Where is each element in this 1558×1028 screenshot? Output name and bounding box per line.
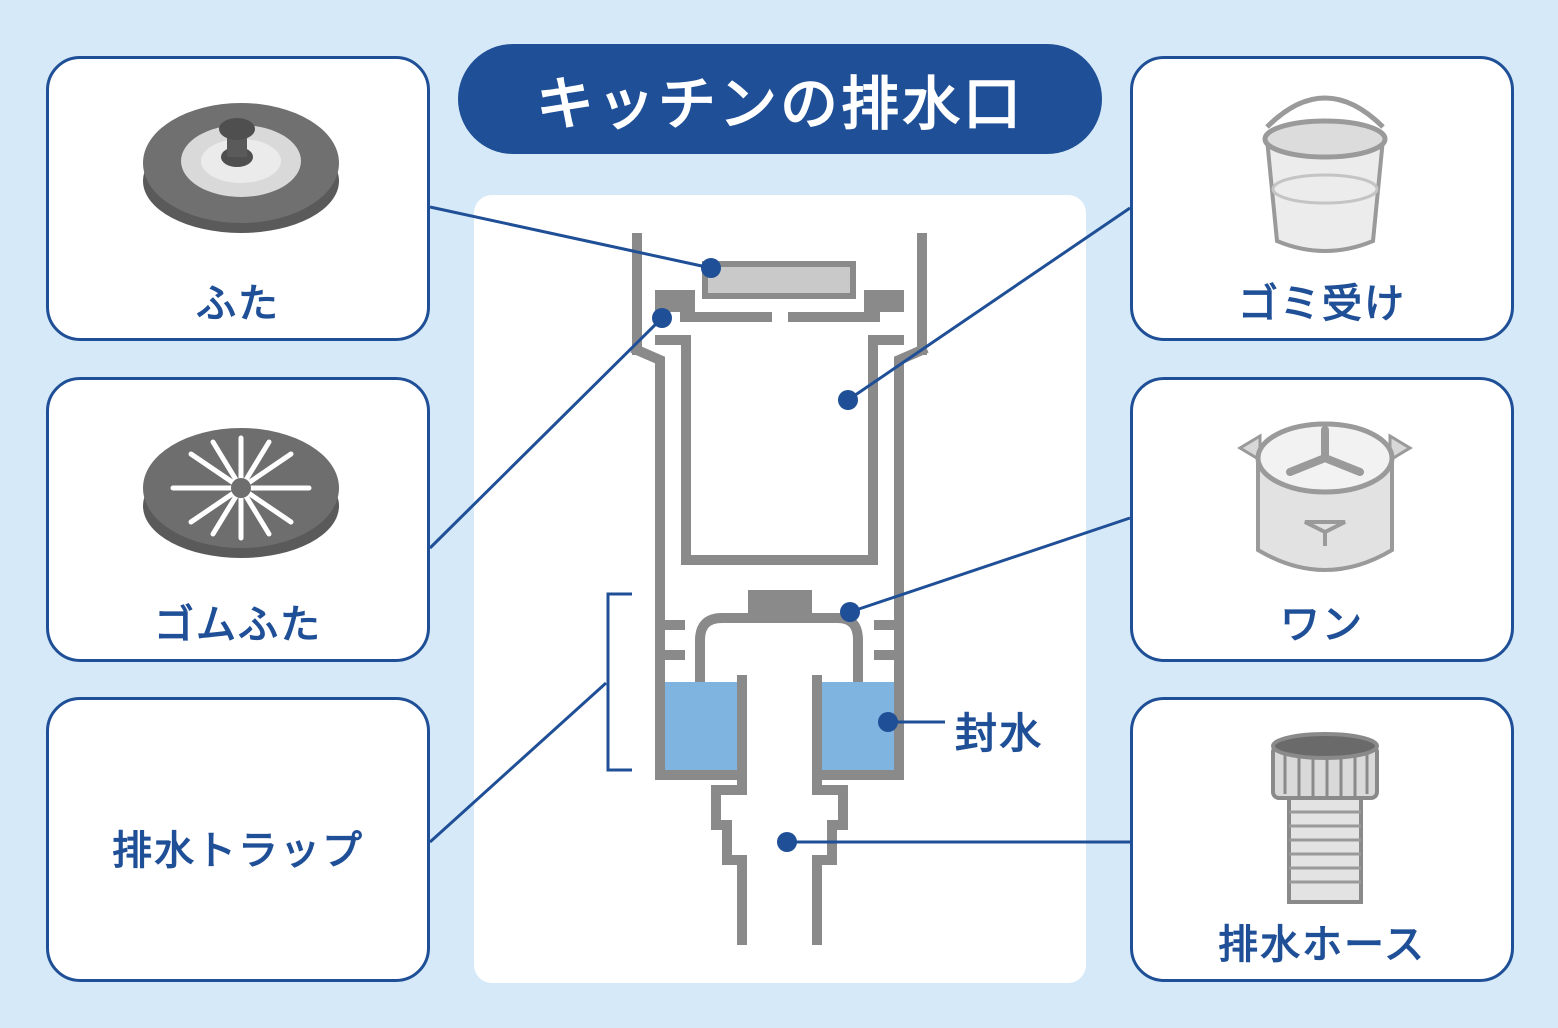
dot-lid — [701, 258, 721, 278]
drain-hose-icon — [1271, 732, 1379, 904]
card-drain-trap: 排水トラップ — [46, 697, 430, 982]
lid-icon — [143, 103, 339, 233]
card-trash-basket: ゴミ受け — [1130, 56, 1514, 341]
dot-bowl — [840, 602, 860, 622]
leader-line-lid — [429, 205, 712, 270]
leader-line-rubber-lid — [428, 316, 664, 550]
rubber-lid-label: ゴムふた — [154, 602, 322, 648]
seal-water-label: 封水 — [955, 709, 1044, 758]
dot-seal-water — [878, 712, 898, 732]
card-lid: ふた — [46, 56, 430, 341]
rubber-lid-icon — [143, 428, 339, 558]
dot-drain-hose — [777, 832, 797, 852]
center-panel — [474, 195, 1086, 983]
bowl-label: ワン — [1280, 602, 1364, 648]
trap-bracket — [606, 592, 632, 772]
drain-cross-section — [630, 233, 929, 945]
leader-line-drain-trap — [428, 681, 608, 844]
trash-basket-icon — [1262, 95, 1388, 253]
card-drain-hose: 排水ホース — [1130, 697, 1514, 982]
dot-trash-basket — [838, 390, 858, 410]
card-rubber-lid: ゴムふた — [46, 377, 430, 662]
bowl-icon — [1237, 421, 1413, 572]
diagram-title: キッチンの排水口 — [458, 44, 1102, 154]
drain-hose-label: 排水ホース — [1218, 922, 1426, 968]
drain-trap-label: 排水トラップ — [112, 828, 364, 874]
card-bowl: ワン — [1130, 377, 1514, 662]
dot-rubber-lid — [652, 308, 672, 328]
leader-line-bowl — [849, 516, 1131, 614]
lid-label: ふた — [196, 281, 280, 327]
trash-basket-label: ゴミ受け — [1238, 281, 1406, 327]
leader-line-trash-basket — [847, 206, 1131, 402]
